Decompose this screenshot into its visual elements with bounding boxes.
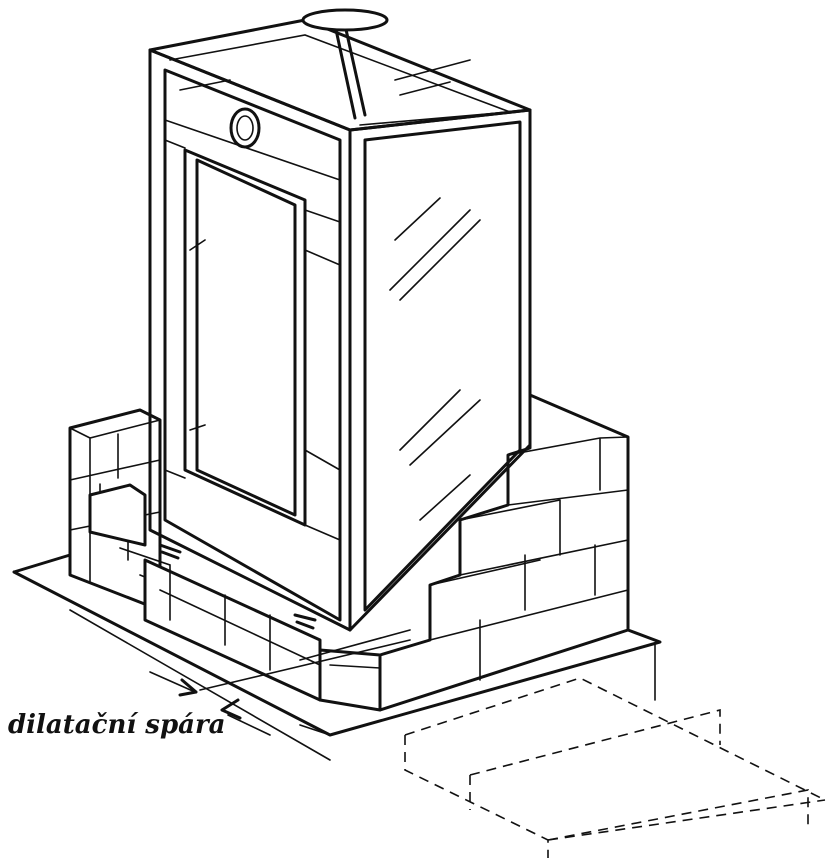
hearth-plate-dashed xyxy=(404,677,826,858)
flue-collar xyxy=(301,8,389,32)
air-intake-ring xyxy=(229,107,261,149)
left-brick-wall xyxy=(68,408,301,641)
expansion-gap-marker xyxy=(69,609,411,761)
fireplace-body xyxy=(148,8,532,632)
right-brick-wall xyxy=(299,393,630,712)
front-brick-row xyxy=(143,558,322,702)
foundation-slab xyxy=(12,553,662,737)
expansion-gap-label: dilatační spára xyxy=(8,710,226,740)
